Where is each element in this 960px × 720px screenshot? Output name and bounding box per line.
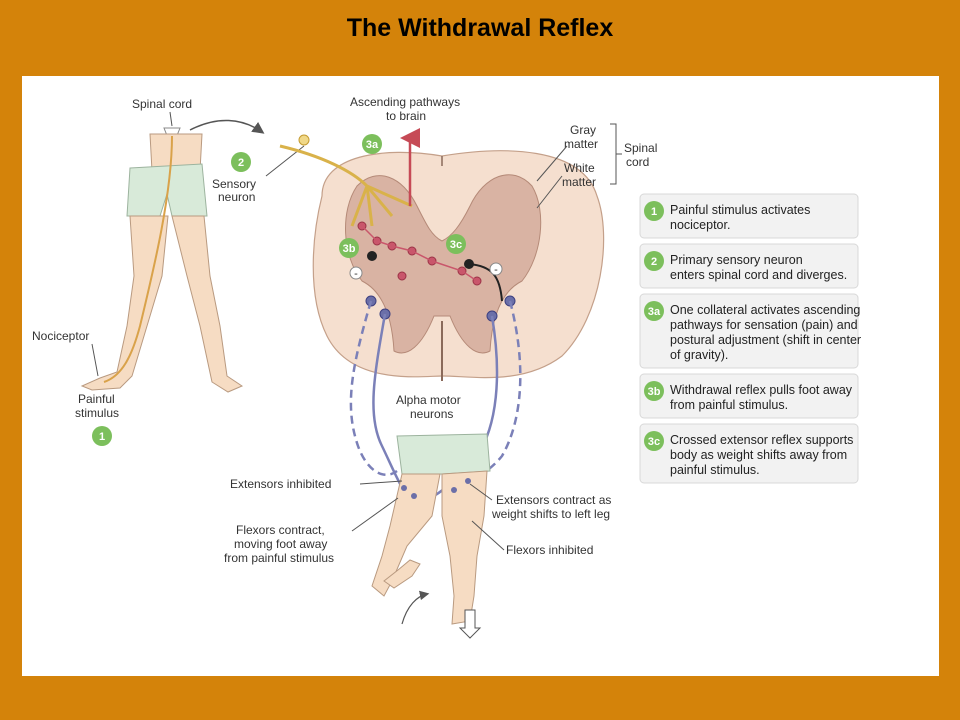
label-ascending-2: to brain <box>386 109 426 123</box>
step-badge-label: 3c <box>648 436 660 448</box>
interneurons <box>357 221 482 286</box>
step-3b: 3b Withdrawal reflex pulls foot awayfrom … <box>639 373 859 419</box>
label-extensors-contract-1: Extensors contract as <box>496 493 611 507</box>
step-badge <box>644 301 664 321</box>
svg-text:2: 2 <box>238 157 244 169</box>
page-title: The Withdrawal Reflex <box>346 14 614 42</box>
label-extensors-contract-2: weight shifts to left leg <box>491 507 610 521</box>
step-box <box>639 243 859 289</box>
step-box <box>639 423 859 484</box>
step-badge-label: 3b <box>648 386 661 398</box>
label-spinal-2: cord <box>626 155 649 169</box>
step-text-line: Crossed extensor reflex supports <box>670 433 853 447</box>
arrow-to-cord <box>189 119 265 134</box>
step-text-line: from painful stimulus. <box>670 398 788 412</box>
step-text-line: pathways for sensation (pain) and <box>670 318 858 332</box>
step-badge-label: 3a <box>648 306 661 318</box>
step-text-line: Painful stimulus activates <box>670 203 810 217</box>
step-text-line: body as weight shifts away from <box>670 448 847 462</box>
label-alpha-1: Alpha motor <box>396 393 461 407</box>
label-ascending-1: Ascending pathways <box>350 95 460 109</box>
badge-1: 1 <box>92 426 112 446</box>
weight-shift-arrow <box>458 609 482 639</box>
svg-text:3a: 3a <box>366 139 379 151</box>
step-text-line: of gravity). <box>670 348 728 362</box>
step-text-line: enters spinal cord and diverges. <box>670 268 847 282</box>
step-badge <box>644 201 664 221</box>
label-spinal-1: Spinal <box>624 141 657 155</box>
alpha-motor-axons-dashed <box>349 300 522 488</box>
label-gray-2: matter <box>564 137 598 151</box>
label-painful-1: Painful <box>78 392 115 406</box>
label-extensors-inhibited: Extensors inhibited <box>230 477 331 491</box>
badge-3a: 3a <box>362 134 382 154</box>
label-gray-1: Gray <box>570 123 596 137</box>
label-sensory-1: Sensory <box>212 177 256 191</box>
svg-text:3c: 3c <box>450 239 462 251</box>
minus-right: - <box>494 264 498 276</box>
label-nociceptor: Nociceptor <box>32 329 89 343</box>
badge-3b: 3b <box>339 238 359 258</box>
step-box <box>639 373 859 419</box>
badge-3c: 3c <box>446 234 466 254</box>
svg-text:3b: 3b <box>343 243 356 255</box>
step-badge-label: 2 <box>651 256 657 268</box>
bottom-legs-figure <box>371 433 491 639</box>
withdrawal-reflex-diagram: Spinal cord Sensory neuron Nociceptor Pa… <box>32 95 861 639</box>
step-3a: 3a One collateral activates ascendingpath… <box>639 293 861 369</box>
step-text-line: One collateral activates ascending <box>670 303 860 317</box>
left-leg-figure <box>80 119 265 393</box>
step-text-line: painful stimulus. <box>670 463 760 477</box>
step-box <box>639 193 859 239</box>
label-flexors-contract-2: moving foot away <box>234 537 327 551</box>
minus-left: - <box>354 268 358 280</box>
spinal-cord-cross-section: - - <box>279 128 605 381</box>
label-white-2: matter <box>562 175 596 189</box>
label-flexors-contract-1: Flexors contract, <box>236 523 325 537</box>
step-badge <box>644 381 664 401</box>
step-box <box>639 293 859 369</box>
step-text-line: nociceptor. <box>670 218 730 232</box>
label-flexors-contract-3: from painful stimulus <box>224 551 334 565</box>
step-badge <box>644 431 664 451</box>
step-badge <box>644 251 664 271</box>
label-sensory-2: neuron <box>218 190 255 204</box>
label-flexors-inhibited: Flexors inhibited <box>506 543 593 557</box>
badge-2: 2 <box>231 152 251 172</box>
step-text-line: postural adjustment (shift in center <box>670 333 861 347</box>
label-painful-2: stimulus <box>75 406 119 420</box>
step-text-line: Withdrawal reflex pulls foot away <box>670 383 853 397</box>
sensory-neuron-path <box>279 144 413 227</box>
step-text-line: Primary sensory neuron <box>670 253 803 267</box>
label-alpha-2: neurons <box>410 407 453 421</box>
step-badge-label: 1 <box>651 206 657 218</box>
svg-text:1: 1 <box>99 431 105 443</box>
label-spinal-cord-leg: Spinal cord <box>132 97 192 111</box>
diagram-panel: Spinal cord Sensory neuron Nociceptor Pa… <box>22 76 939 676</box>
label-white-1: White <box>564 161 595 175</box>
